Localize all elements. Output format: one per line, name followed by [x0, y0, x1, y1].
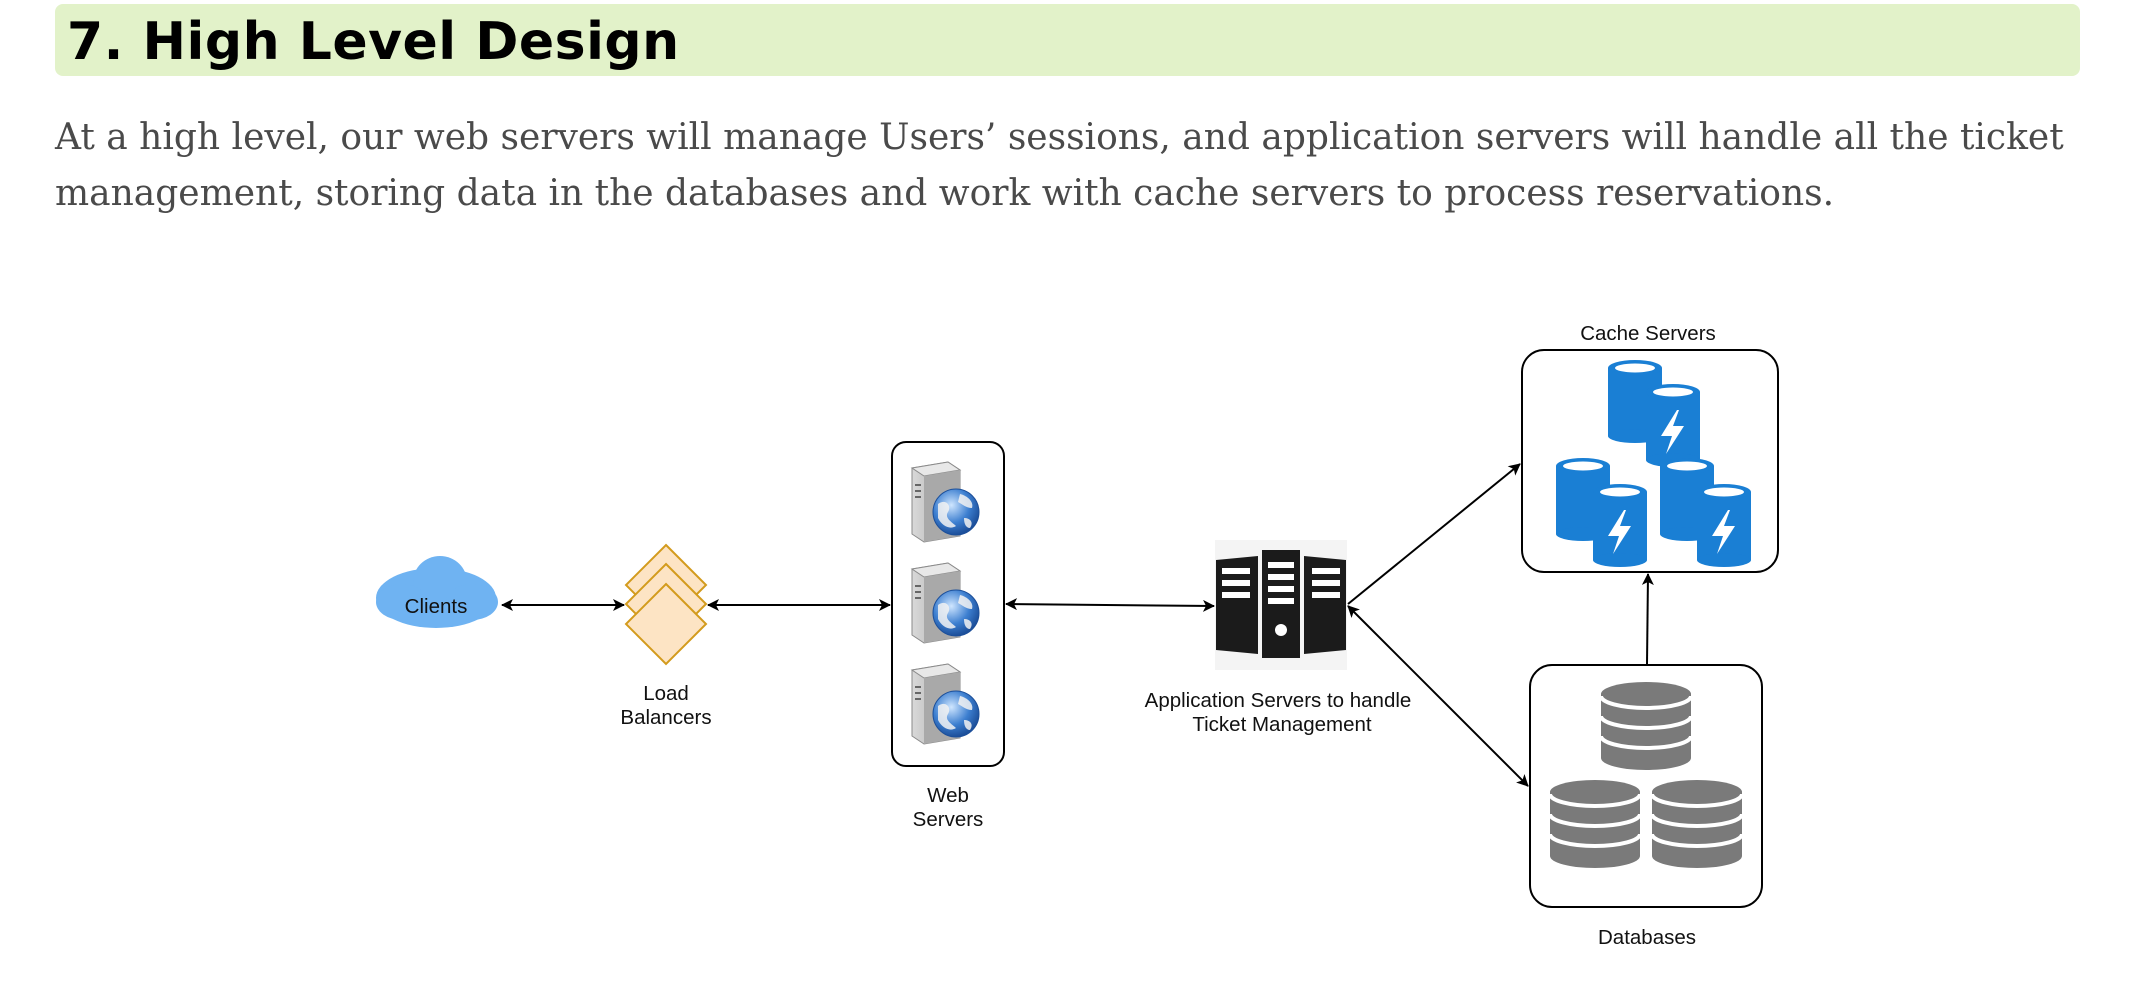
edge-databases-cache-servers: [1641, 573, 1654, 665]
intro-paragraph: At a high level, our web servers will ma…: [55, 117, 2064, 214]
load-balancers-label-line1: Load: [643, 682, 689, 705]
section-heading: 7. High Level Design: [67, 12, 680, 72]
app-servers-label-line1: Application Servers to handle: [1145, 689, 1412, 712]
load-balancers-node: Load Balancers: [620, 543, 712, 729]
app-servers-label-line2: Ticket Management: [1192, 713, 1372, 736]
load-balancers-label-line2: Balancers: [620, 706, 711, 729]
cache-servers-node: Cache Servers: [1521, 322, 1779, 573]
section-heading-bar: 7. High Level Design: [55, 4, 2080, 76]
connectors: [501, 463, 1654, 787]
web-servers-label-line1: Web: [927, 784, 969, 807]
edge-app-servers-cache-servers: [1347, 463, 1521, 605]
edge-web-servers-app-servers: [1005, 598, 1215, 612]
databases-label: Databases: [1598, 926, 1696, 949]
clients-node: Clients: [376, 556, 498, 628]
server-rack-icon: [1215, 540, 1347, 670]
databases-node: Databases: [1529, 664, 1763, 949]
cloud-icon: [376, 556, 498, 628]
app-servers-node: Application Servers to handle Ticket Man…: [1145, 540, 1412, 736]
load-balancer-diamond-icon: [624, 543, 708, 666]
clients-label: Clients: [405, 595, 468, 618]
web-servers-node: Web Servers: [891, 441, 1005, 831]
cache-servers-label: Cache Servers: [1580, 322, 1716, 345]
edge-app-servers-databases: [1347, 605, 1529, 787]
web-servers-label-line2: Servers: [913, 808, 984, 831]
